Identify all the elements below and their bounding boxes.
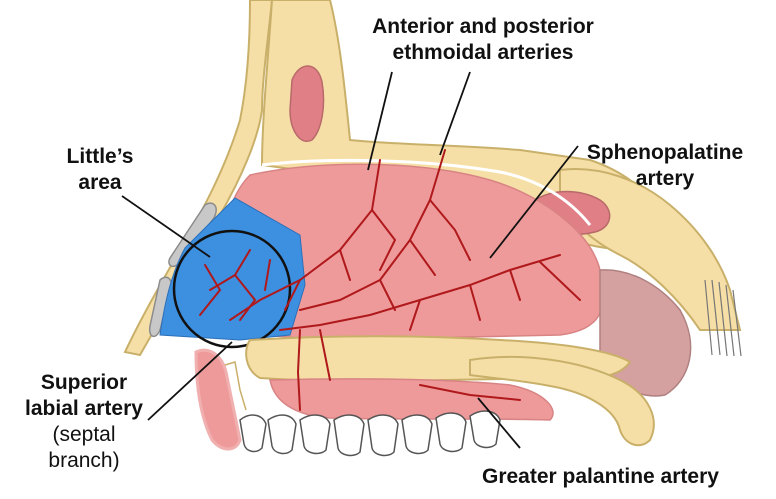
labial-label-line3: (septal bbox=[4, 422, 164, 448]
sphenopalatine-artery-label: Sphenopalatine artery bbox=[570, 140, 760, 192]
leader-ethmoidal-posterior bbox=[440, 72, 470, 155]
sphenopalatine-label-line1: Sphenopalatine bbox=[570, 140, 760, 166]
upper-lip bbox=[196, 350, 240, 449]
ethmoidal-label-line1: Anterior and posterior bbox=[338, 14, 628, 40]
littles-label-line1: Little’s bbox=[48, 144, 152, 170]
ethmoidal-label-line2: ethmoidal arteries bbox=[338, 40, 628, 66]
labial-label-line4: branch) bbox=[4, 448, 164, 474]
littles-label-line2: area bbox=[48, 170, 152, 196]
littles-area-label: Little’s area bbox=[48, 144, 152, 196]
sphenopalatine-label-line2: artery bbox=[570, 166, 760, 192]
ethmoidal-arteries-label: Anterior and posterior ethmoidal arterie… bbox=[338, 14, 628, 66]
frontal-sinus bbox=[290, 66, 324, 141]
labial-label-line1: Superior bbox=[4, 370, 164, 396]
superior-labial-artery-label: Superior labial artery (septal branch) bbox=[4, 370, 164, 474]
greater-palatine-artery-label: Greater palantine artery bbox=[482, 464, 719, 490]
labial-label-line2: labial artery bbox=[4, 396, 164, 422]
